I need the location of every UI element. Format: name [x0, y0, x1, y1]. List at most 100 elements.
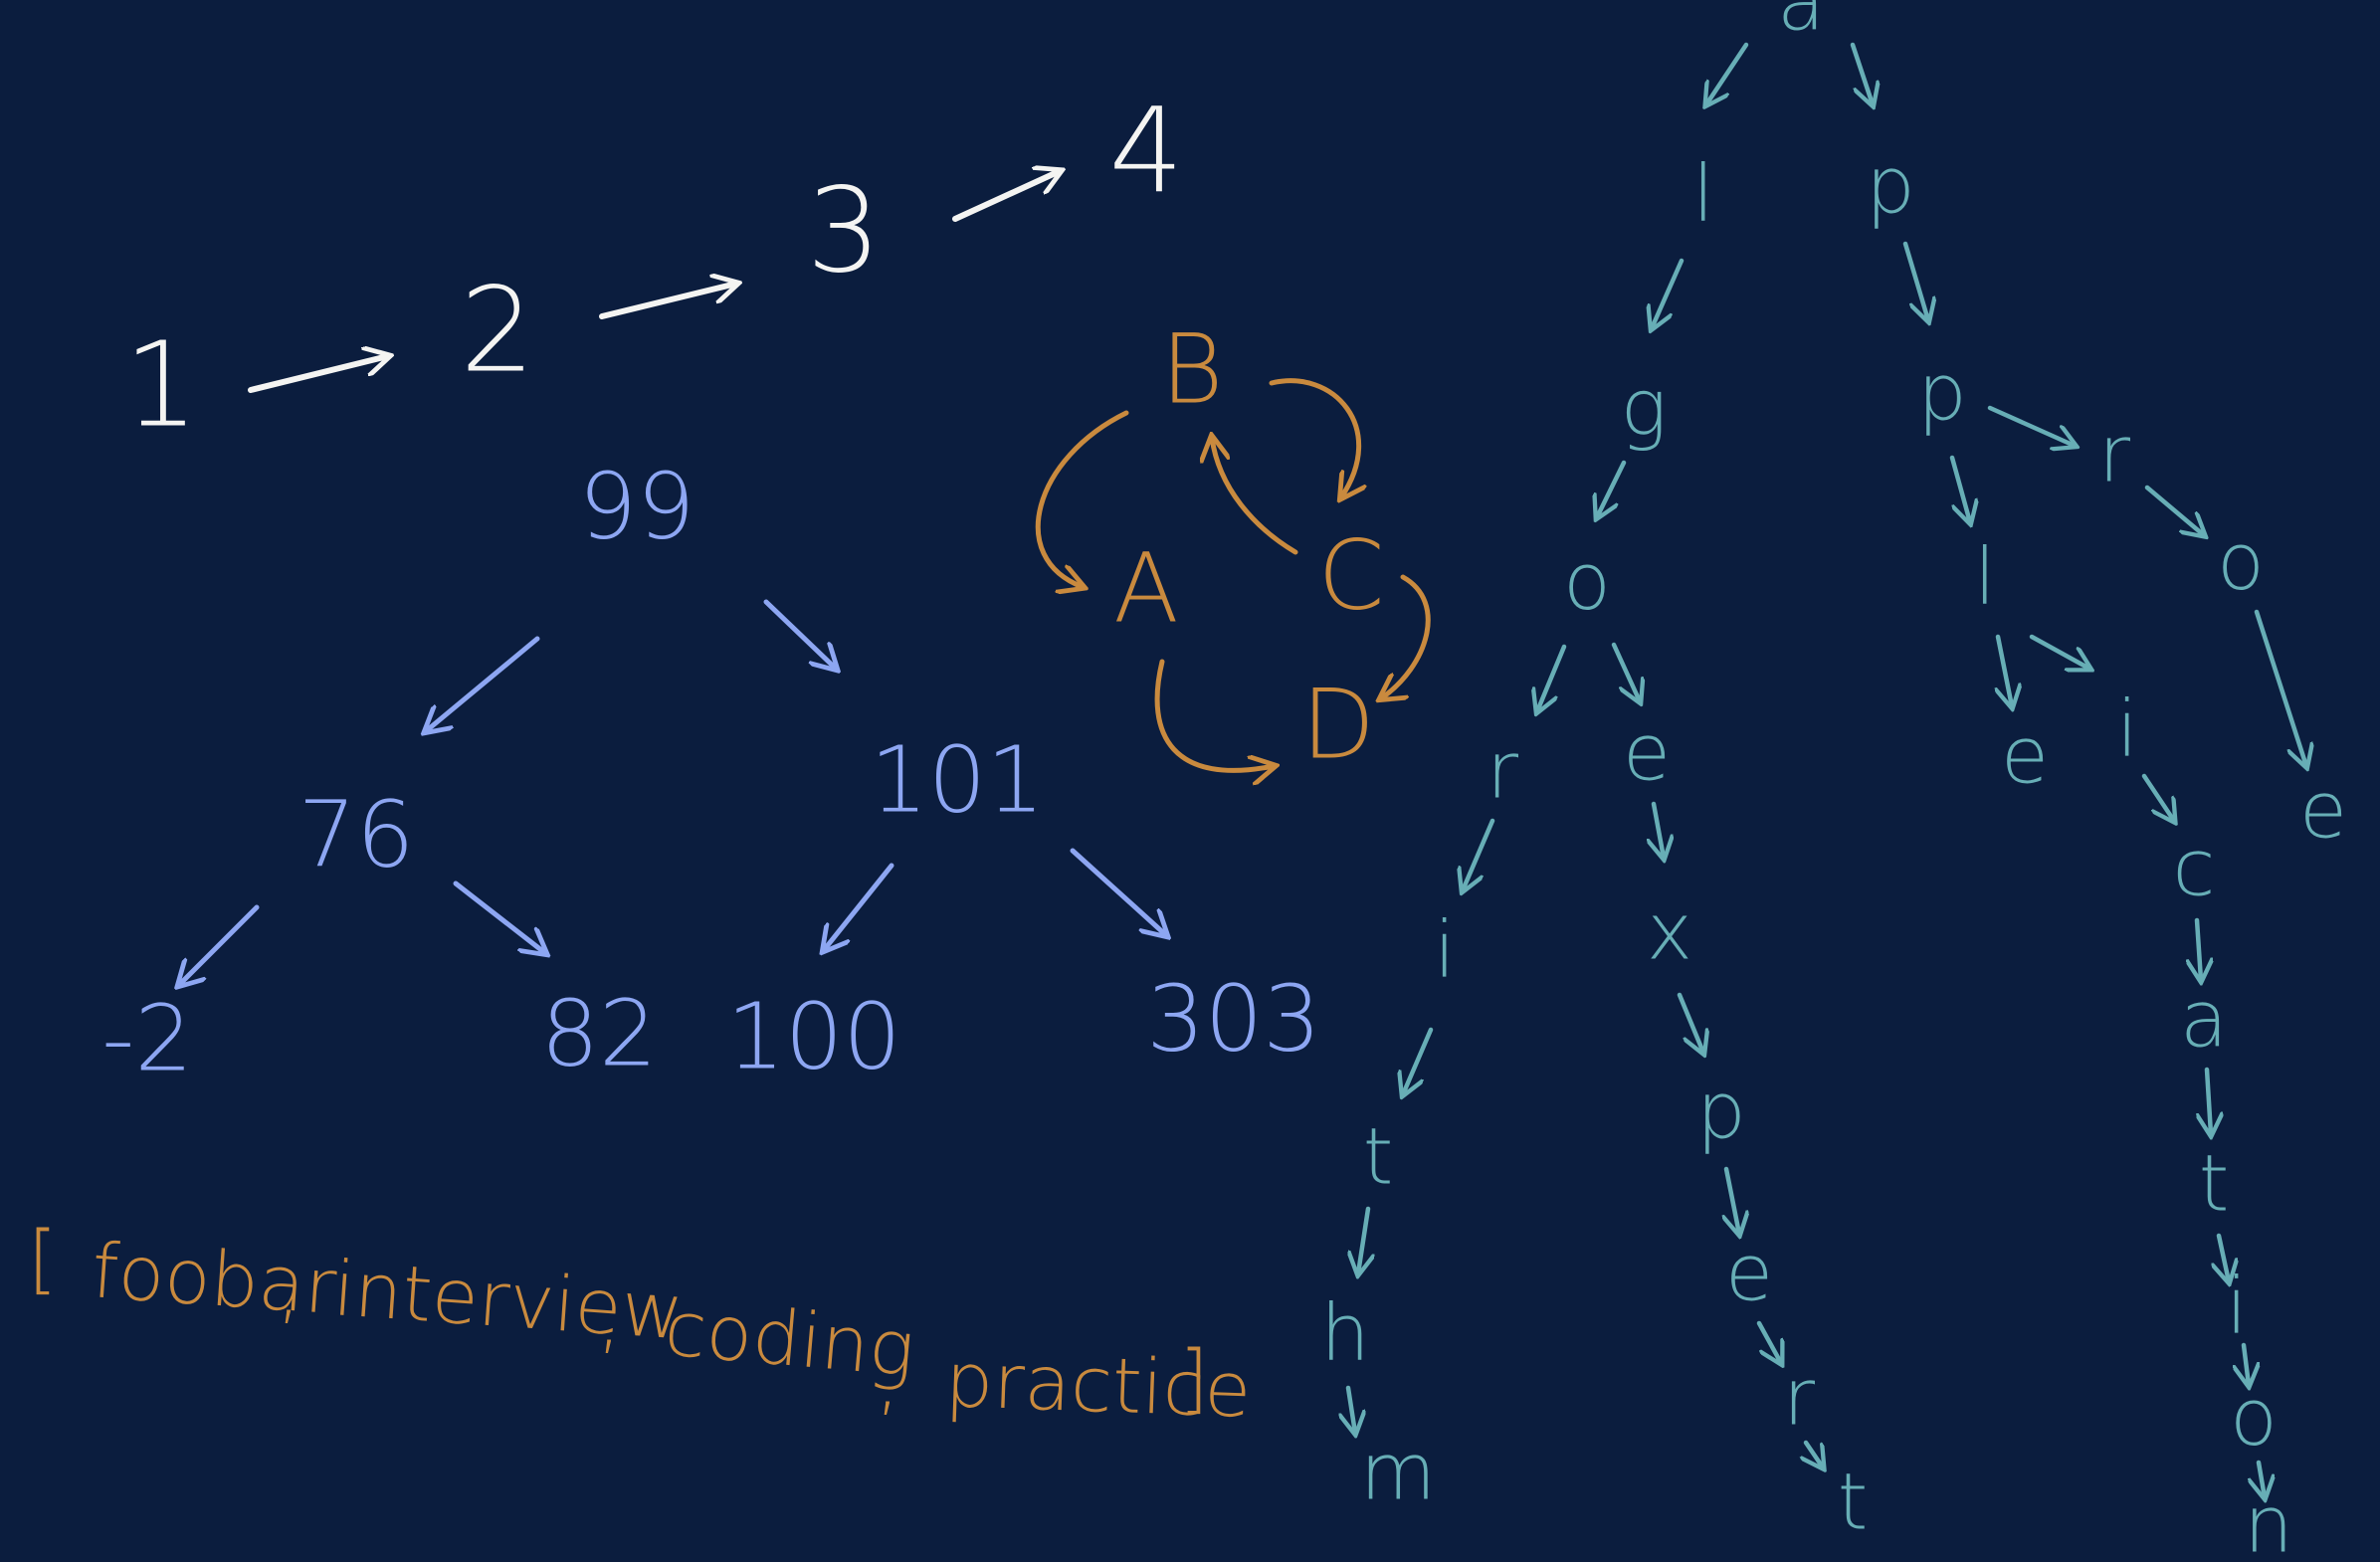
linked-list: 1 2 3 4: [123, 82, 1183, 453]
trie-letter-i2: i: [2116, 685, 2138, 775]
list-node-3: 3: [806, 161, 881, 298]
list-node-1: 1: [123, 315, 198, 453]
trie-letter-p1: p: [1866, 142, 1915, 232]
edge-left-right: [453, 880, 545, 953]
trie-edge-i3-o2: [2244, 1342, 2249, 1385]
trie-letter-p3: p: [1696, 1068, 1746, 1157]
trie-letter-r2: r: [1783, 1354, 1815, 1444]
trie-edge-p1-p2: [1902, 241, 1928, 320]
trie-root: a: [1777, 0, 1825, 49]
trie-letter-m: m: [1360, 1429, 1436, 1518]
tree-node-left: 76: [298, 782, 414, 888]
directed-graph: B A C D: [1035, 313, 1431, 780]
trie-letter-l2: l: [1974, 533, 1996, 623]
trie-edge-c-a2: [2197, 917, 2201, 980]
trie-edge-a-p1: [1850, 42, 1873, 104]
trie-letter-r3: r: [2098, 411, 2130, 500]
trie-edge-r-i: [1463, 818, 1495, 890]
trie-letter-o2: o: [2230, 1374, 2278, 1464]
edge-root-right: [763, 599, 836, 669]
trie-letter-e2: e: [1725, 1230, 1773, 1319]
edge-left-left: [179, 904, 260, 985]
trie-edge-h-m: [1348, 1385, 1355, 1433]
trie-edge-x-p3: [1677, 992, 1703, 1053]
trie-edge-p2-l2: [1949, 455, 1970, 522]
trie-edge-r3-o3: [2144, 485, 2204, 535]
trie-letter-l: l: [1692, 150, 1714, 240]
edge-c-to-b: [1212, 438, 1298, 555]
trie-letter-r: r: [1487, 727, 1518, 817]
graph-node-b: B: [1161, 313, 1224, 425]
trie-edge-l-g: [1652, 258, 1685, 328]
trie: a l g o r i t h m e x p e r t p p l e i: [1320, 0, 2347, 1562]
trie-letter-t3: t: [2199, 1140, 2230, 1230]
tree-node-right: 101: [870, 727, 1045, 834]
tree-node-left-right: 82: [540, 981, 657, 1087]
tree-node-root: 99: [578, 454, 694, 560]
trie-letter-p2: p: [1917, 349, 1967, 439]
trie-letter-i: i: [1434, 906, 1456, 996]
edge-root-left: [426, 636, 540, 731]
trie-edge-a2-t3: [2207, 1067, 2211, 1134]
edge-right-right: [1070, 848, 1166, 935]
edge-a-to-d: [1154, 659, 1274, 770]
trie-letter-x: x: [1647, 888, 1692, 978]
graph-node-c: C: [1317, 519, 1384, 631]
trie-edge-l2-i2: [2029, 634, 2089, 669]
trie-edge-e2-r2: [1756, 1320, 1781, 1363]
trie-letter-g: g: [1621, 364, 1668, 454]
trie-letter-e4: e: [2299, 767, 2347, 857]
tree-node-right-left: 100: [726, 984, 901, 1090]
edge-b-to-a: [1035, 410, 1129, 587]
array-open-bracket: [: [28, 1214, 58, 1302]
edge-c-to-d: [1381, 574, 1431, 698]
trie-letter-c: c: [2173, 825, 2216, 914]
trie-letter-o3: o: [2217, 518, 2265, 608]
binary-tree: 99 76 101 -2 82 100 303: [101, 454, 1321, 1092]
trie-edge-p3-e2: [1726, 1166, 1739, 1234]
trie-letter-e1: e: [1623, 709, 1671, 799]
trie-edge-o-e1: [1611, 642, 1640, 701]
string-array: [ foobar , interview , coding , practice…: [28, 1214, 1253, 1435]
tree-node-left-left: -2: [101, 986, 193, 1092]
trie-edge-p2-r3: [1987, 405, 2075, 446]
comma-3: ,: [876, 1335, 899, 1424]
trie-edge-i-t: [1403, 1027, 1434, 1094]
trie-edge-t3-i3: [2219, 1233, 2229, 1281]
trie-edge-a-l: [1706, 42, 1749, 104]
comma-1: ,: [277, 1244, 300, 1332]
list-node-4: 4: [1108, 82, 1183, 219]
trie-edge-g-o: [1597, 460, 1627, 517]
trie-edge-l2-e3: [1998, 634, 2012, 706]
array-item-foobar: foobar: [89, 1226, 339, 1331]
trie-letter-a2: a: [2180, 976, 2228, 1066]
trie-letter-t: t: [1363, 1113, 1394, 1203]
trie-edge-r2-t2: [1806, 1440, 1823, 1467]
array-item-practice: practice: [944, 1335, 1253, 1435]
list-node-2: 2: [460, 261, 534, 398]
edge-right-left: [824, 863, 894, 950]
trie-edge-e1-x: [1654, 801, 1664, 858]
arrow-3-to-4: [952, 171, 1060, 222]
array-close-bracket: ]: [1179, 1333, 1209, 1422]
array-item-interview: interview: [330, 1244, 686, 1356]
trie-edge-o2-n: [2259, 1460, 2265, 1497]
trie-letter-t2: t: [1838, 1459, 1869, 1548]
graph-node-a: A: [1113, 532, 1179, 644]
trie-letter-o: o: [1563, 538, 1611, 628]
trie-edge-o-r: [1537, 644, 1567, 711]
trie-edge-o3-e4: [2254, 609, 2306, 766]
arrow-1-to-2: [248, 356, 388, 393]
trie-letter-e3: e: [2001, 712, 2049, 802]
trie-letter-n: n: [2244, 1481, 2292, 1562]
trie-edge-t-h: [1358, 1206, 1368, 1273]
edge-b-to-c: [1269, 378, 1359, 497]
arrow-2-to-3: [599, 284, 736, 319]
comma-2: ,: [597, 1273, 621, 1362]
graph-node-d: D: [1301, 669, 1375, 780]
tree-node-right-right: 303: [1146, 966, 1321, 1073]
trie-letter-h: h: [1320, 1289, 1369, 1379]
trie-edge-i2-c: [2141, 773, 2174, 821]
